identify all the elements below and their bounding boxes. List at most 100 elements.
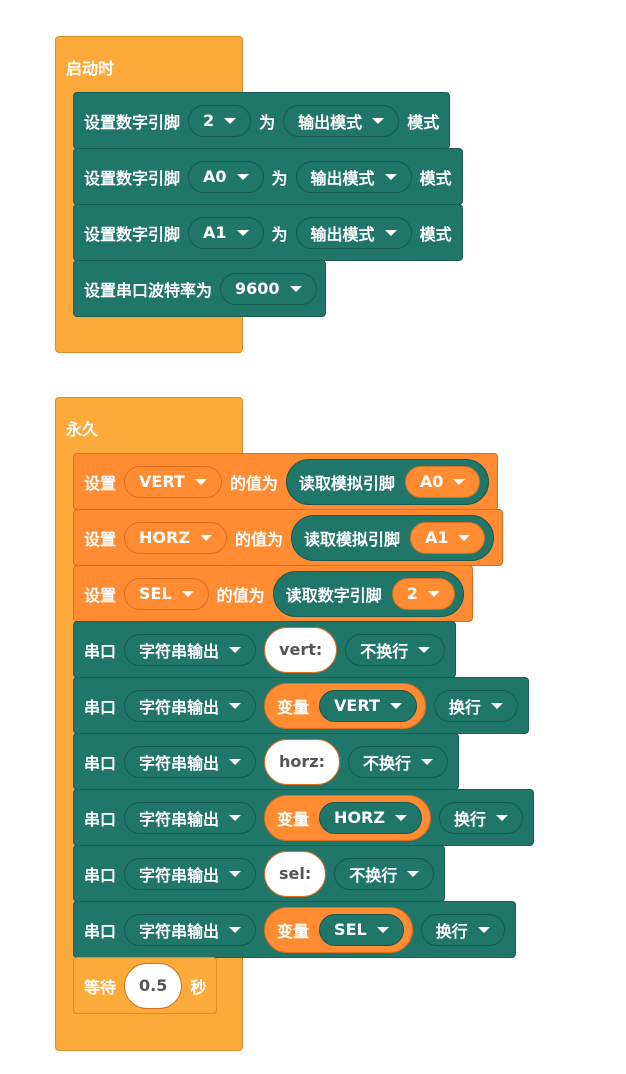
- chevron-down-icon: [224, 117, 237, 124]
- baud-dropdown[interactable]: 9600: [220, 272, 317, 305]
- pin-dropdown[interactable]: A0: [188, 160, 264, 193]
- newline-dropdown-value: 换行: [448, 697, 481, 717]
- newline-dropdown[interactable]: 不换行: [348, 745, 449, 778]
- output-mode-dropdown[interactable]: 字符串输出: [124, 857, 257, 890]
- variable-dropdown-value: SEL: [334, 920, 367, 939]
- variable-dropdown[interactable]: SEL: [124, 577, 209, 610]
- pin-dropdown[interactable]: A0: [404, 465, 481, 498]
- variable-reporter[interactable]: 变量 SEL: [264, 906, 413, 953]
- pin-dropdown-value: A1: [203, 223, 227, 242]
- pin-dropdown[interactable]: 2: [188, 104, 252, 137]
- chevron-down-icon: [389, 702, 402, 709]
- chevron-down-icon: [458, 534, 471, 541]
- reporter-label: 变量: [277, 809, 310, 829]
- block-label: 模式: [407, 112, 440, 132]
- variable-dropdown-value: VERT: [139, 472, 185, 491]
- newline-dropdown[interactable]: 换行: [420, 913, 505, 946]
- pin-dropdown[interactable]: 2: [391, 577, 455, 610]
- block-label: 串口: [84, 865, 117, 885]
- pin-dropdown-value: A1: [424, 528, 449, 547]
- newline-dropdown[interactable]: 不换行: [345, 633, 446, 666]
- pin-dropdown[interactable]: A1: [409, 521, 486, 554]
- mode-dropdown[interactable]: 输出模式: [283, 104, 400, 137]
- serial-print-block[interactable]: 串口 字符串输出 horz: 不换行: [73, 733, 460, 790]
- chevron-down-icon: [376, 926, 389, 933]
- reporter-label: 变量: [277, 921, 310, 941]
- chevron-down-icon: [236, 229, 249, 236]
- output-mode-dropdown[interactable]: 字符串输出: [124, 913, 257, 946]
- reporter-label: 读取模拟引脚: [298, 473, 395, 493]
- pin-dropdown[interactable]: A1: [188, 216, 264, 249]
- chevron-down-icon: [421, 758, 434, 765]
- newline-dropdown-value: 换行: [453, 809, 486, 829]
- variable-dropdown-value: HORZ: [139, 528, 190, 547]
- chevron-down-icon: [384, 229, 397, 236]
- newline-dropdown[interactable]: 换行: [433, 689, 518, 722]
- text-input[interactable]: vert:: [264, 626, 338, 673]
- text-input[interactable]: horz:: [264, 738, 341, 785]
- block-label: 设置: [84, 529, 117, 549]
- block-label: 为: [259, 112, 276, 132]
- output-mode-dropdown[interactable]: 字符串输出: [124, 745, 257, 778]
- chevron-down-icon: [229, 926, 242, 933]
- block-label: 串口: [84, 697, 117, 717]
- chevron-down-icon: [495, 814, 508, 821]
- newline-dropdown-value: 不换行: [349, 865, 398, 885]
- chevron-down-icon: [407, 870, 420, 877]
- mode-dropdown[interactable]: 输出模式: [295, 160, 412, 193]
- newline-dropdown-value: 不换行: [360, 641, 409, 661]
- block-label: 模式: [419, 168, 452, 188]
- chevron-down-icon: [229, 702, 242, 709]
- chevron-down-icon: [394, 814, 407, 821]
- output-mode-dropdown[interactable]: 字符串输出: [124, 633, 257, 666]
- chevron-down-icon: [372, 117, 385, 124]
- chevron-down-icon: [229, 758, 242, 765]
- newline-dropdown[interactable]: 换行: [438, 801, 523, 834]
- newline-dropdown-value: 不换行: [363, 753, 412, 773]
- chevron-down-icon: [236, 173, 249, 180]
- newline-dropdown[interactable]: 不换行: [334, 857, 435, 890]
- output-mode-dropdown[interactable]: 字符串输出: [124, 801, 257, 834]
- variable-dropdown[interactable]: VERT: [319, 689, 417, 722]
- output-mode-dropdown-value: 字符串输出: [139, 809, 220, 829]
- block-label: 串口: [84, 753, 117, 773]
- wait-seconds-input[interactable]: 0.5: [124, 962, 183, 1009]
- output-mode-dropdown-value: 字符串输出: [139, 865, 220, 885]
- variable-dropdown[interactable]: VERT: [124, 465, 222, 498]
- block-label: 等待: [84, 977, 117, 997]
- serial-print-block[interactable]: 串口 字符串输出 sel: 不换行: [73, 845, 446, 902]
- variable-dropdown[interactable]: HORZ: [319, 801, 422, 834]
- variable-reporter[interactable]: 变量 HORZ: [264, 794, 431, 841]
- output-mode-dropdown[interactable]: 字符串输出: [124, 689, 257, 722]
- block-label: 的值为: [234, 529, 283, 549]
- variable-dropdown-value: SEL: [139, 584, 172, 603]
- variable-dropdown[interactable]: SEL: [319, 913, 404, 946]
- block-label: 设置数字引脚: [84, 112, 181, 132]
- read-pin-reporter[interactable]: 读取模拟引脚 A0: [285, 458, 490, 505]
- output-mode-dropdown-value: 字符串输出: [139, 753, 220, 773]
- chevron-down-icon: [453, 478, 466, 485]
- block-label: 设置: [84, 473, 117, 493]
- output-mode-dropdown-value: 字符串输出: [139, 697, 220, 717]
- block-label: 为: [271, 224, 288, 244]
- mode-dropdown-value: 输出模式: [298, 112, 363, 132]
- mode-dropdown[interactable]: 输出模式: [295, 216, 412, 249]
- variable-dropdown[interactable]: HORZ: [124, 521, 227, 554]
- chevron-down-icon: [490, 702, 503, 709]
- text-input[interactable]: sel:: [264, 850, 327, 897]
